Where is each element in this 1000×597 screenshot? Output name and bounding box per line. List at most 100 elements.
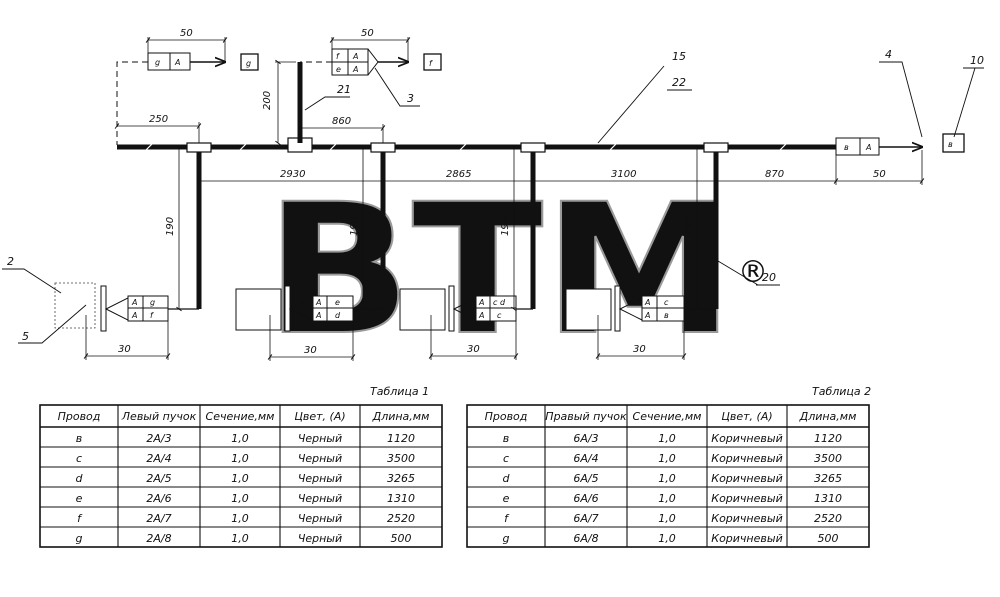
svg-text:30: 30	[118, 344, 131, 355]
table-cell: 2А/7	[146, 512, 171, 525]
table-cell: g	[76, 532, 83, 545]
table-cell: 1120	[387, 432, 415, 445]
table-cell: 3500	[387, 452, 415, 465]
leader-callouts	[2, 61, 984, 344]
table-cell: 3265	[814, 472, 842, 485]
table1-caption: Таблица 1	[370, 385, 429, 398]
svg-text:f: f	[336, 52, 340, 61]
table-cell: Коричневый	[711, 492, 782, 505]
table-cell: Коричневый	[711, 472, 782, 485]
table-cell: f	[504, 512, 510, 525]
table-cell: Коричневый	[711, 532, 782, 545]
main-harness	[116, 61, 922, 310]
svg-text:g: g	[246, 59, 251, 68]
table-cell: Черный	[298, 512, 342, 525]
table-cell: 2А/4	[146, 452, 171, 465]
table-cell: Черный	[298, 472, 342, 485]
table-cell: 1,0	[658, 532, 676, 545]
table-header-cell: Длина,мм	[372, 410, 430, 423]
table-cell: 6А/7	[573, 512, 598, 525]
table-cell: Черный	[298, 532, 342, 545]
svg-text:e: e	[335, 298, 340, 307]
table-cell: 6А/3	[573, 432, 598, 445]
table-cell: е	[503, 492, 510, 505]
table-cell: 1,0	[658, 512, 676, 525]
svg-text:A: A	[131, 298, 137, 307]
svg-text:4: 4	[885, 48, 892, 61]
table-cell: Черный	[298, 432, 342, 445]
svg-text:A: A	[478, 311, 484, 320]
svg-text:c: c	[497, 311, 502, 320]
table-cell: d	[503, 472, 511, 485]
svg-text:d: d	[335, 311, 341, 320]
table-header-cell: Цвет, (А)	[294, 410, 345, 423]
table2-caption: Таблица 2	[812, 385, 871, 398]
table-cell: 1,0	[231, 512, 249, 525]
table-cell: в	[503, 432, 509, 445]
table-cell: d	[76, 472, 84, 485]
table-cell: 500	[391, 532, 412, 545]
table-header-cell: Длина,мм	[799, 410, 857, 423]
svg-text:30: 30	[304, 345, 317, 356]
svg-text:f: f	[429, 59, 433, 68]
svg-text:A: A	[315, 311, 321, 320]
svg-text:2: 2	[7, 255, 14, 268]
table-cell: Черный	[298, 452, 342, 465]
svg-text:c d: c d	[493, 298, 506, 307]
svg-text:190: 190	[165, 217, 176, 236]
table-cell: 1120	[814, 432, 842, 445]
connector-block-2: A e A d	[235, 285, 354, 332]
svg-text:A: A	[352, 65, 358, 74]
table-header-cell: Провод	[485, 410, 528, 423]
table-cell: 1,0	[231, 452, 249, 465]
table-cell: 6А/8	[573, 532, 598, 545]
svg-text:22: 22	[672, 76, 686, 89]
table-cell: 1,0	[658, 452, 676, 465]
table-cell: с	[503, 452, 509, 465]
table-cell: Коричневый	[711, 452, 782, 465]
table-cell: 1,0	[231, 472, 249, 485]
svg-text:e: e	[336, 65, 341, 74]
svg-text:190: 190	[349, 217, 360, 236]
svg-text:A: A	[174, 58, 180, 67]
svg-text:g: g	[155, 58, 160, 67]
svg-text:2930: 2930	[280, 169, 305, 180]
svg-text:50: 50	[873, 169, 886, 180]
table-cell: 1,0	[658, 492, 676, 505]
table-row: с 2А/4 1,0 Черный 3500	[76, 452, 415, 465]
svg-text:30: 30	[467, 344, 480, 355]
table-cell: с	[76, 452, 82, 465]
btm-watermark: BTM ®	[264, 165, 768, 376]
svg-text:3100: 3100	[611, 169, 636, 180]
connector-block-1: A g A f	[54, 282, 169, 332]
table-cell: Черный	[298, 492, 342, 505]
svg-text:50: 50	[180, 28, 193, 39]
table-cell: 500	[818, 532, 839, 545]
svg-text:в: в	[664, 311, 669, 320]
callout-numbers: 2 5 3 15 22 4 10 21 20	[7, 48, 984, 343]
table-header-cell: Правый пучок	[545, 410, 627, 423]
table-header-cell: Левый пучок	[121, 410, 197, 423]
svg-text:3: 3	[407, 92, 414, 105]
registered-mark: ®	[738, 255, 768, 290]
table-cell: 3265	[387, 472, 415, 485]
svg-text:50: 50	[361, 28, 374, 39]
table-cell: 1,0	[231, 492, 249, 505]
svg-text:A: A	[644, 311, 650, 320]
table-cell: 1,0	[658, 432, 676, 445]
table-row: d 2А/5 1,0 Черный 3265	[76, 472, 415, 485]
table-cell: 1,0	[231, 432, 249, 445]
svg-text:f: f	[150, 311, 154, 320]
table-cell: в	[76, 432, 82, 445]
table-cell: 2А/6	[146, 492, 171, 505]
table-cell: 2А/5	[146, 472, 171, 485]
